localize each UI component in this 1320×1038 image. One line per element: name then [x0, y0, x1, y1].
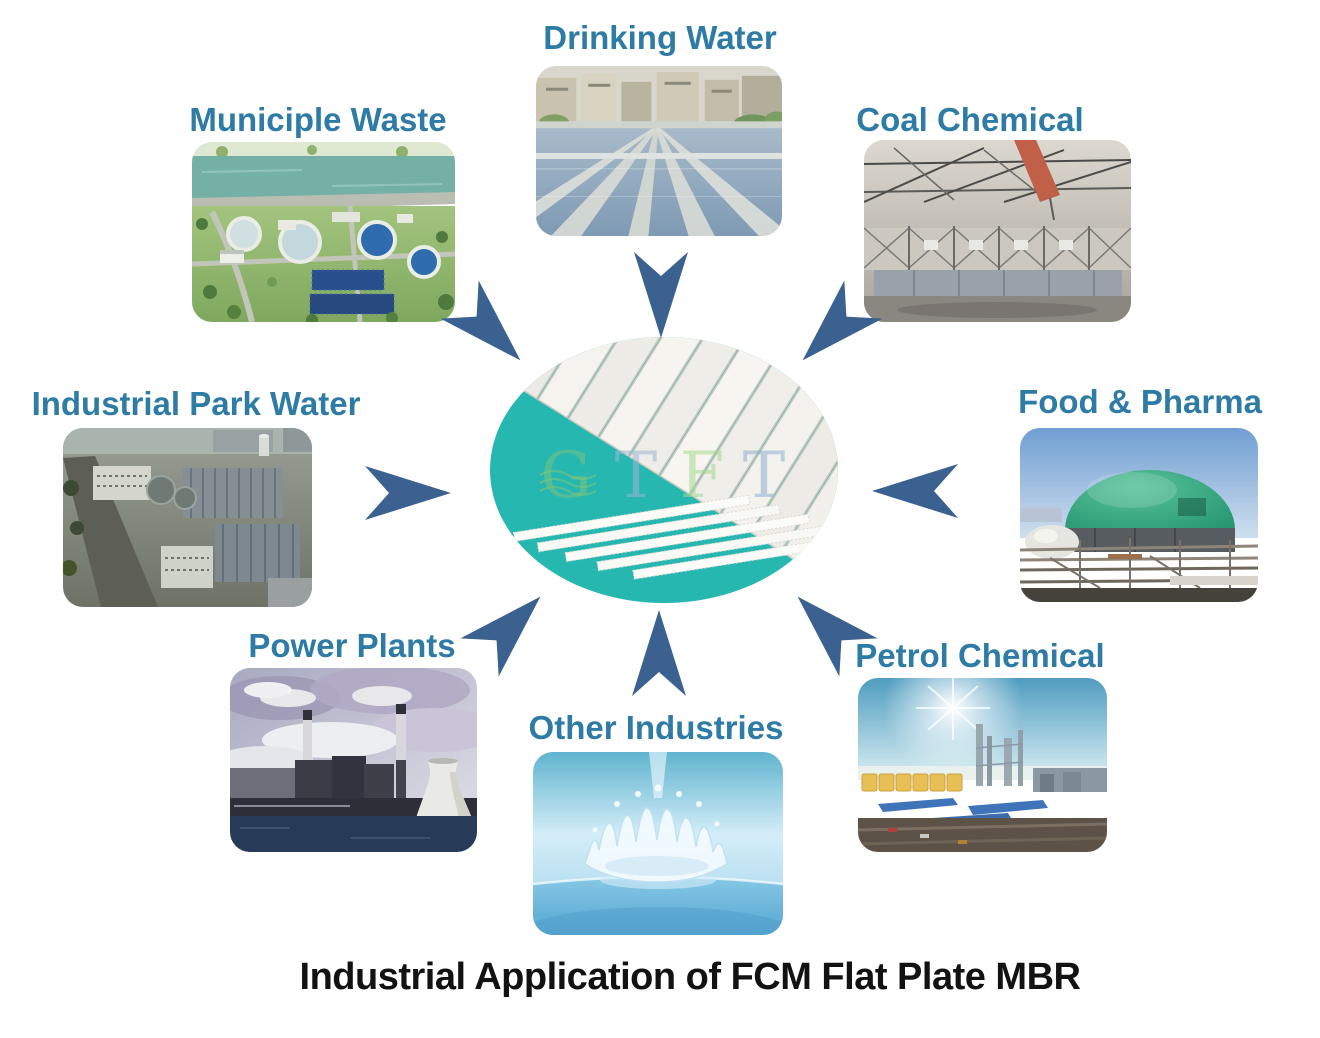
label-food-pharma: Food & Pharma: [1018, 383, 1262, 420]
other-industries-image: [533, 752, 783, 935]
industrial-park-water-image: [63, 428, 312, 607]
food-pharma-image: [1020, 428, 1258, 602]
petrol-chemical-image: [858, 678, 1107, 852]
arrow-food-pharma: [872, 458, 958, 524]
label-power-plants: Power Plants: [248, 627, 456, 664]
label-petrol-chemical: Petrol Chemical: [855, 637, 1105, 674]
label-municiple-waste: Municiple Waste: [189, 101, 447, 138]
arrow-industrial-park-water: [365, 460, 451, 526]
watermark-letter-f: F: [680, 439, 724, 513]
arrow-municiple-waste: [436, 276, 543, 383]
power-plants-image: [230, 668, 477, 852]
drinking-water-image: [536, 66, 782, 236]
watermark-letter-t1: T: [615, 439, 658, 513]
watermark-letter-t2: T: [743, 439, 786, 513]
arrow-drinking-water: [628, 252, 694, 338]
label-coal-chemical: Coal Chemical: [856, 101, 1084, 138]
label-other-industries: Other Industries: [528, 709, 784, 746]
arrow-power-plants: [456, 573, 563, 680]
page-title: Industrial Application of FCM Flat Plate…: [299, 956, 1081, 998]
watermark-letter-g: G: [540, 439, 591, 513]
municiple-waste-image: [192, 142, 455, 322]
label-drinking-water: Drinking Water: [543, 19, 777, 56]
arrow-other-industries: [626, 610, 692, 696]
arrow-petrol-chemical: [774, 573, 881, 680]
label-industrial-park-water: Industrial Park Water: [31, 385, 361, 422]
gtft-watermark: G T F T: [539, 439, 786, 513]
coal-chemical-image: [864, 140, 1131, 322]
center-membrane-image: G T F T: [490, 337, 838, 603]
arrow-coal-chemical: [779, 276, 886, 383]
